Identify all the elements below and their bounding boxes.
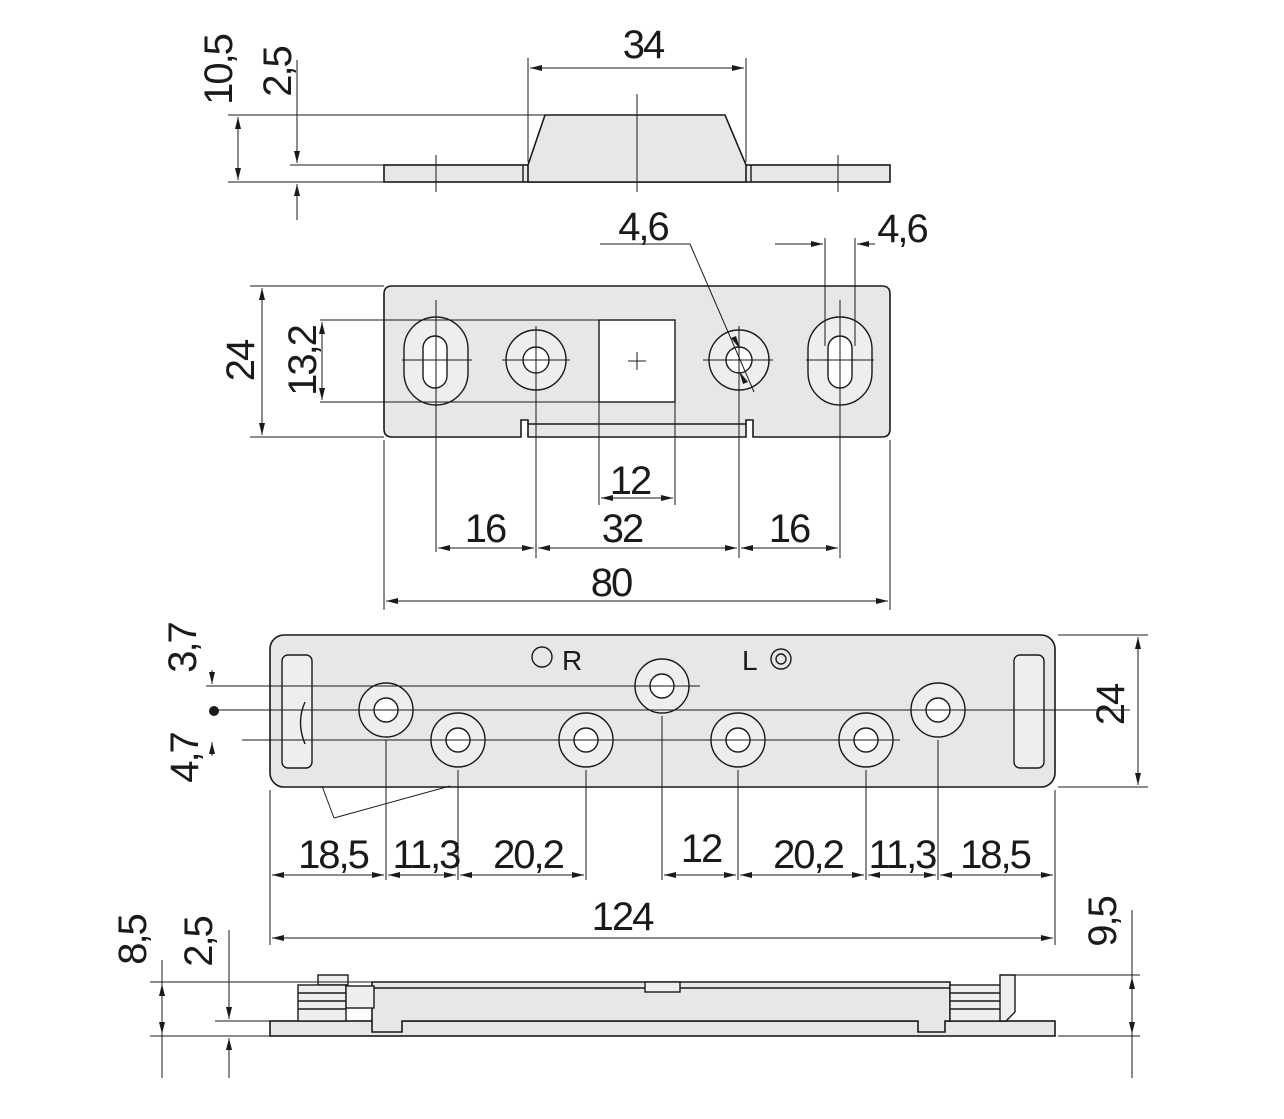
dim-segment-5: 20,2 xyxy=(773,833,844,877)
dim-short-plate-height: 24 xyxy=(219,339,263,381)
dim-segment-6: 11,3 xyxy=(869,833,937,877)
marking-right: R xyxy=(562,645,582,676)
top-view-long-plate: R L 3,7 4,7 24 xyxy=(161,622,1148,945)
dim-short-plate-length: 80 xyxy=(591,561,632,605)
dim-segment-4: 12 xyxy=(681,827,722,871)
dim-assembly-height-left: 8,5 xyxy=(111,914,155,964)
dim-hole-diameter: 4,6 xyxy=(618,205,668,249)
dim-bump-width: 34 xyxy=(623,23,665,67)
dim-offset-lower: 4,7 xyxy=(163,732,207,782)
marking-left: L xyxy=(742,645,758,676)
dim-right-pitch: 16 xyxy=(769,507,810,551)
end-slot-right xyxy=(1013,654,1045,769)
dim-center-pitch: 32 xyxy=(602,507,643,551)
dim-assembly-plate-height: 2,5 xyxy=(177,916,221,966)
side-view-short-plate: 34 10,5 2,5 xyxy=(197,23,891,220)
dim-square-width: 12 xyxy=(610,459,651,503)
side-view-long-plate: 8,5 2,5 9,5 xyxy=(111,896,1140,1078)
dim-slot-width: 4,6 xyxy=(877,207,927,251)
dim-hole-span: 13,2 xyxy=(281,325,325,396)
dim-left-pitch: 16 xyxy=(465,507,506,551)
dim-plate-height: 2,5 xyxy=(256,46,300,96)
dim-long-plate-length: 124 xyxy=(592,895,654,939)
dim-offset-upper: 3,7 xyxy=(161,622,205,672)
dim-total-height: 10,5 xyxy=(197,34,241,105)
dim-long-plate-height: 24 xyxy=(1089,683,1133,725)
dim-assembly-height-right: 9,5 xyxy=(1081,896,1125,946)
top-view-short-plate: 24 13,2 4,6 4,6 12 16 32 16 80 xyxy=(219,205,930,610)
dim-segment-7: 18,5 xyxy=(960,833,1031,877)
reference-point xyxy=(209,706,219,716)
dim-segment-2: 11,3 xyxy=(393,833,461,877)
end-slot-left xyxy=(281,654,313,769)
dim-segment-1: 18,5 xyxy=(298,833,369,877)
dim-segment-3: 20,2 xyxy=(493,833,564,877)
